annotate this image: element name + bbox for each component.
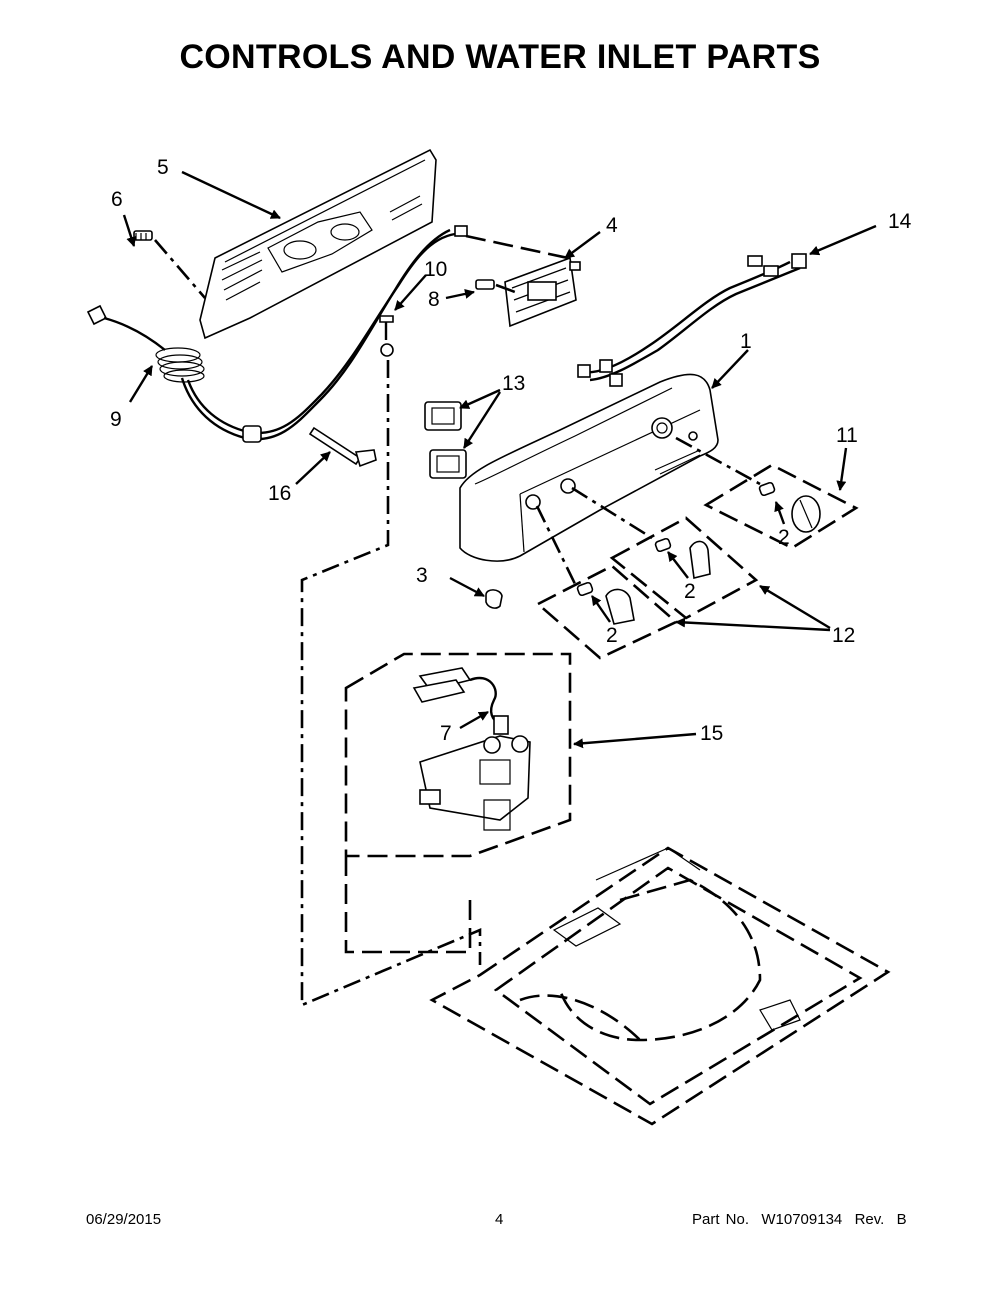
screw-part-6 bbox=[133, 230, 153, 241]
callout-6: 6 bbox=[111, 188, 123, 211]
callout-14: 14 bbox=[888, 210, 912, 233]
knob-group-right bbox=[703, 463, 859, 550]
water-inlet-valve bbox=[412, 667, 531, 831]
callout-2-left: 2 bbox=[606, 624, 618, 647]
callout-10: 10 bbox=[424, 258, 447, 281]
switches bbox=[424, 401, 467, 479]
screw-part-8 bbox=[475, 279, 495, 290]
callout-8: 8 bbox=[428, 288, 440, 311]
callout-1: 1 bbox=[740, 330, 752, 353]
leader-arrows bbox=[122, 170, 877, 749]
callout-2-middle: 2 bbox=[684, 580, 696, 603]
cable-tie bbox=[308, 426, 377, 468]
footer-part-number: Part No. W10709134 Rev. B bbox=[692, 1211, 907, 1228]
callout-7: 7 bbox=[440, 722, 452, 745]
callout-2-right: 2 bbox=[778, 526, 790, 549]
callout-15: 15 bbox=[700, 722, 723, 745]
callout-9: 9 bbox=[110, 408, 122, 431]
ground-screw bbox=[379, 315, 394, 357]
callout-4: 4 bbox=[606, 214, 618, 237]
control-board bbox=[504, 256, 581, 328]
callout-3: 3 bbox=[416, 564, 428, 587]
footer-date: 06/29/2015 bbox=[86, 1211, 162, 1228]
footer-page-number: 4 bbox=[495, 1211, 504, 1228]
callout-13: 13 bbox=[502, 372, 525, 395]
washer-top bbox=[429, 846, 891, 1126]
callout-11: 11 bbox=[836, 424, 858, 447]
callout-16: 16 bbox=[268, 482, 291, 505]
inlet-valve-group-box bbox=[344, 652, 572, 954]
knob-group-middle bbox=[609, 516, 759, 620]
callout-12: 12 bbox=[832, 624, 855, 647]
callout-labels: 1 2 2 2 3 4 5 6 7 8 9 10 11 12 13 14 15 … bbox=[110, 156, 912, 745]
power-cord bbox=[86, 225, 468, 443]
wire-harness bbox=[577, 253, 807, 387]
callout-5: 5 bbox=[157, 156, 169, 179]
clip bbox=[485, 589, 503, 609]
control-console bbox=[459, 373, 719, 562]
rear-console-panel bbox=[199, 148, 437, 340]
page-title: CONTROLS AND WATER INLET PARTS bbox=[179, 38, 821, 76]
